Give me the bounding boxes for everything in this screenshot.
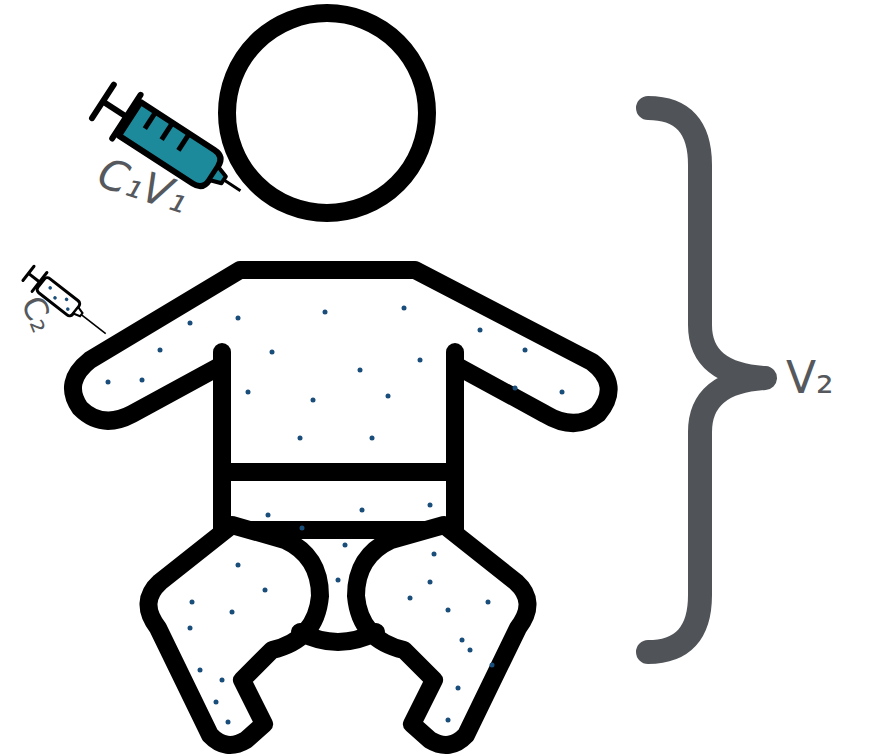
crotch-line [300,632,376,642]
arm-line [213,352,231,472]
distribution-dots [106,306,565,725]
diaper [222,472,455,530]
curly-brace [648,108,765,652]
volume-label: V₂ [786,356,834,400]
arm-line [446,352,464,472]
baby-head [227,13,427,213]
baby-body [73,270,609,472]
